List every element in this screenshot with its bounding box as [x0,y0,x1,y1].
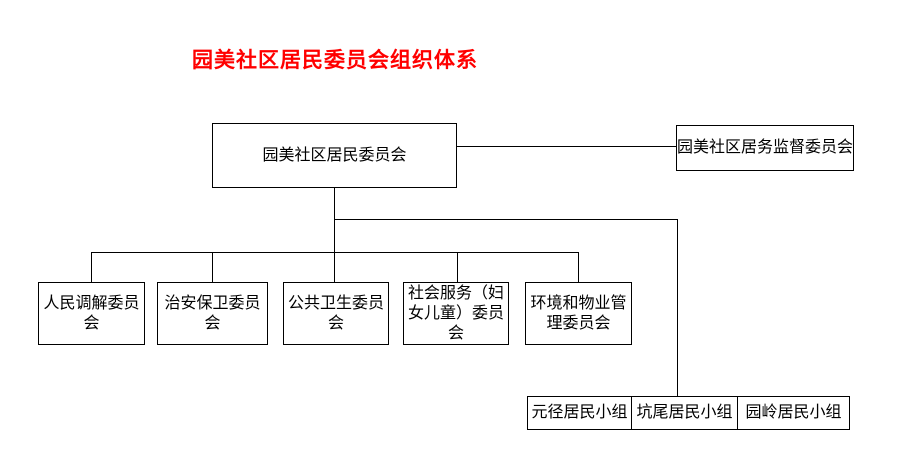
org-box-social-services-committee: 社会服务（妇女儿童）委员会 [403,282,509,345]
org-box-kengwei-resident-group: 坑尾居民小组 [631,396,738,430]
org-box-yuanjing-resident-group: 元径居民小组 [527,396,632,430]
org-box-public-health-committee: 公共卫生委员会 [283,282,389,345]
org-box-environment-property-committee: 环境和物业管理委员会 [525,282,632,345]
org-box-yuanling-resident-group: 园岭居民小组 [737,396,850,430]
connector-branch-horizontal [334,219,678,220]
connector-committees-horizontal [91,252,579,253]
connector-groups-vertical [677,219,678,396]
connector-supervisor-horizontal [457,146,676,147]
connector-tick-environment [578,252,579,282]
org-box-public-security-committee: 治安保卫委员会 [157,282,268,345]
connector-root-vertical [334,188,335,282]
org-box-supervision-committee: 园美社区居务监督委员会 [676,125,854,171]
chart-title: 园美社区居民委员会组织体系 [192,48,478,72]
org-box-residents-committee: 园美社区居民委员会 [212,123,457,188]
org-box-people-mediation-committee: 人民调解委员会 [38,282,145,345]
connector-tick-mediation [91,252,92,282]
connector-tick-social-services [457,252,458,282]
connector-tick-security [212,252,213,282]
